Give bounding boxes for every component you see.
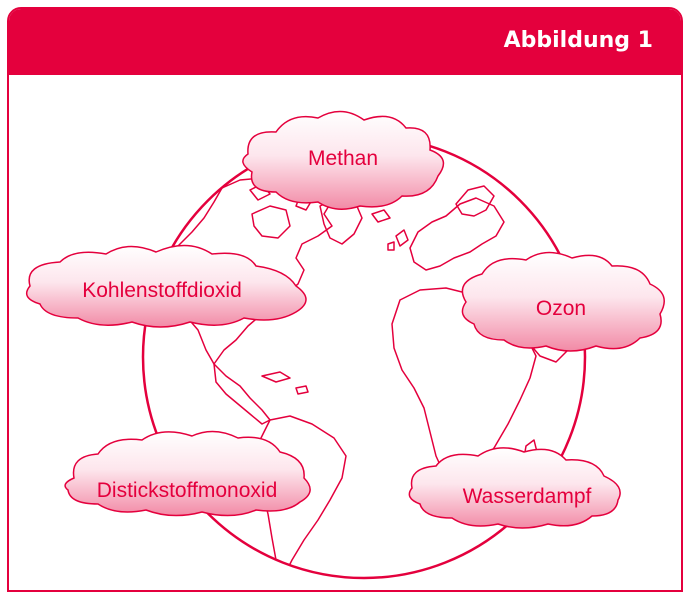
cloud-kohlenstoffdioxid: Kohlenstoffdioxid [25,244,307,328]
cloud-ozon: Ozon [461,251,665,352]
cloud-wasserdampf: Wasserdampf [408,447,621,529]
central-america-outline [213,363,271,425]
cloud-label: Ozon [536,297,586,320]
cloud-shape [408,447,621,529]
cloud-methan: Methan [242,110,445,210]
iceland [371,209,391,223]
caribbean-islands [261,371,309,395]
cloud-label: Wasserdampf [463,485,592,508]
cloud-shape [64,430,311,517]
cloud-distickstoffmonoxid: Distickstoffmonoxid [64,430,311,517]
cloud-shape [242,110,445,210]
cloud-label: Methan [308,147,378,170]
british-isles [387,229,409,251]
cloud-label: Distickstoffmonoxid [97,479,278,502]
figure-title: Abbildung 1 [503,28,653,53]
cloud-shape [25,244,307,328]
figure-header: Abbildung 1 [9,9,681,75]
cloud-shape [461,251,665,352]
hudson-bay-outline [251,205,291,239]
scandinavia-outline [455,185,495,217]
europe-outline [409,197,505,271]
cloud-label: Kohlenstoffdioxid [82,279,242,302]
